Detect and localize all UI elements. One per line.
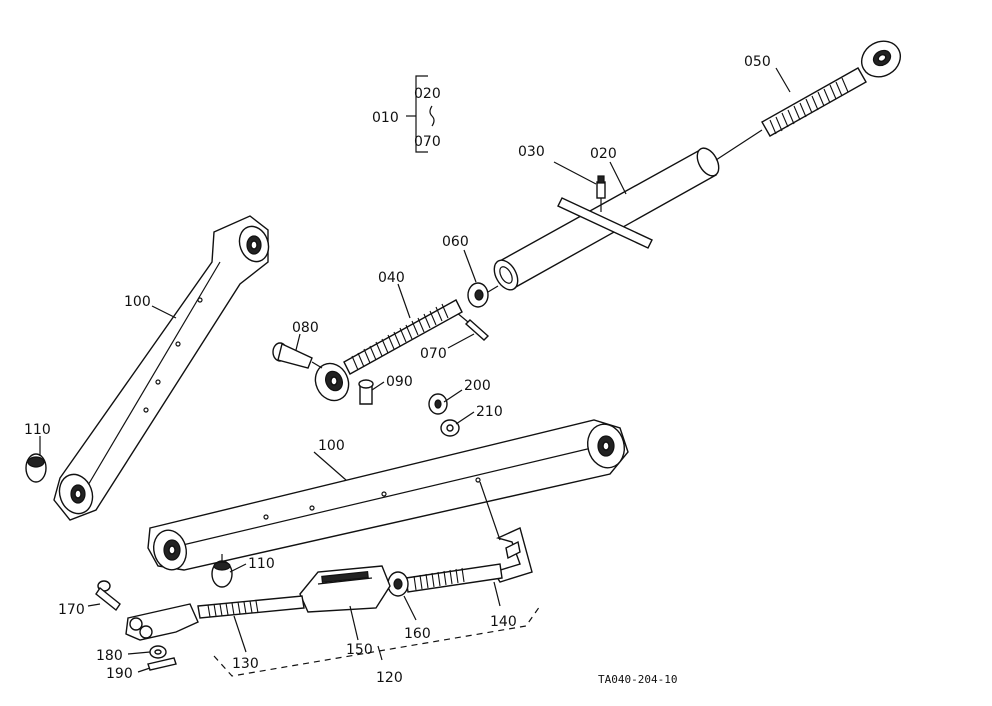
callout-040: 040: [378, 270, 405, 286]
callout-100-upper: 100: [124, 294, 151, 310]
callout-110-upper: 110: [24, 422, 51, 438]
callout-010: 010: [372, 110, 399, 126]
grease-nipple: [596, 175, 606, 212]
callout-190: 190: [106, 666, 133, 682]
threaded-eye-rod-040: [314, 299, 463, 402]
callout-170: 170: [58, 602, 85, 618]
callout-100-lower: 100: [318, 438, 345, 454]
callout-020-group: 020: [414, 86, 441, 102]
callout-120: 120: [376, 670, 403, 686]
leveling-rod-assembly-120: [125, 481, 533, 641]
callout-080: 080: [292, 320, 319, 336]
washer-180: [149, 645, 167, 659]
lock-nut-060: [467, 282, 499, 308]
clevis-pin-170: [95, 580, 121, 612]
callout-210: 210: [476, 404, 503, 420]
washer-210: [440, 419, 460, 437]
pin-080: [272, 342, 323, 369]
assembly-group-bracket: [406, 75, 435, 153]
callout-060: 060: [442, 234, 469, 250]
pin-110-upper: [25, 446, 47, 483]
lift-rod-lower-100: [147, 419, 629, 571]
callout-070: 070: [420, 346, 447, 362]
callout-labels: 010 020 070 050 030 020 060 040 070 080 …: [24, 54, 771, 686]
callout-020: 020: [590, 146, 617, 162]
lift-rod-upper-100: [53, 215, 270, 521]
spring-pin-070: [455, 311, 490, 341]
leader-lines: [39, 67, 791, 673]
top-link-tube: [493, 147, 720, 291]
callout-090: 090: [386, 374, 413, 390]
callout-110-lower: 110: [248, 556, 275, 572]
callout-140: 140: [490, 614, 517, 630]
drawing-code: TA040-204-10: [598, 673, 677, 686]
callout-030: 030: [518, 144, 545, 160]
threaded-eye-rod-050: [761, 40, 901, 137]
callout-150: 150: [346, 642, 373, 658]
lynch-pin-090: [358, 379, 374, 405]
callout-200: 200: [464, 378, 491, 394]
callout-070-group: 070: [414, 134, 441, 150]
pin-110-lower: [211, 554, 233, 588]
split-pin-190: [147, 657, 177, 671]
nut-200: [428, 393, 448, 415]
callout-130: 130: [232, 656, 259, 672]
callout-180: 180: [96, 648, 123, 664]
callout-160: 160: [404, 626, 431, 642]
callout-050: 050: [744, 54, 771, 70]
